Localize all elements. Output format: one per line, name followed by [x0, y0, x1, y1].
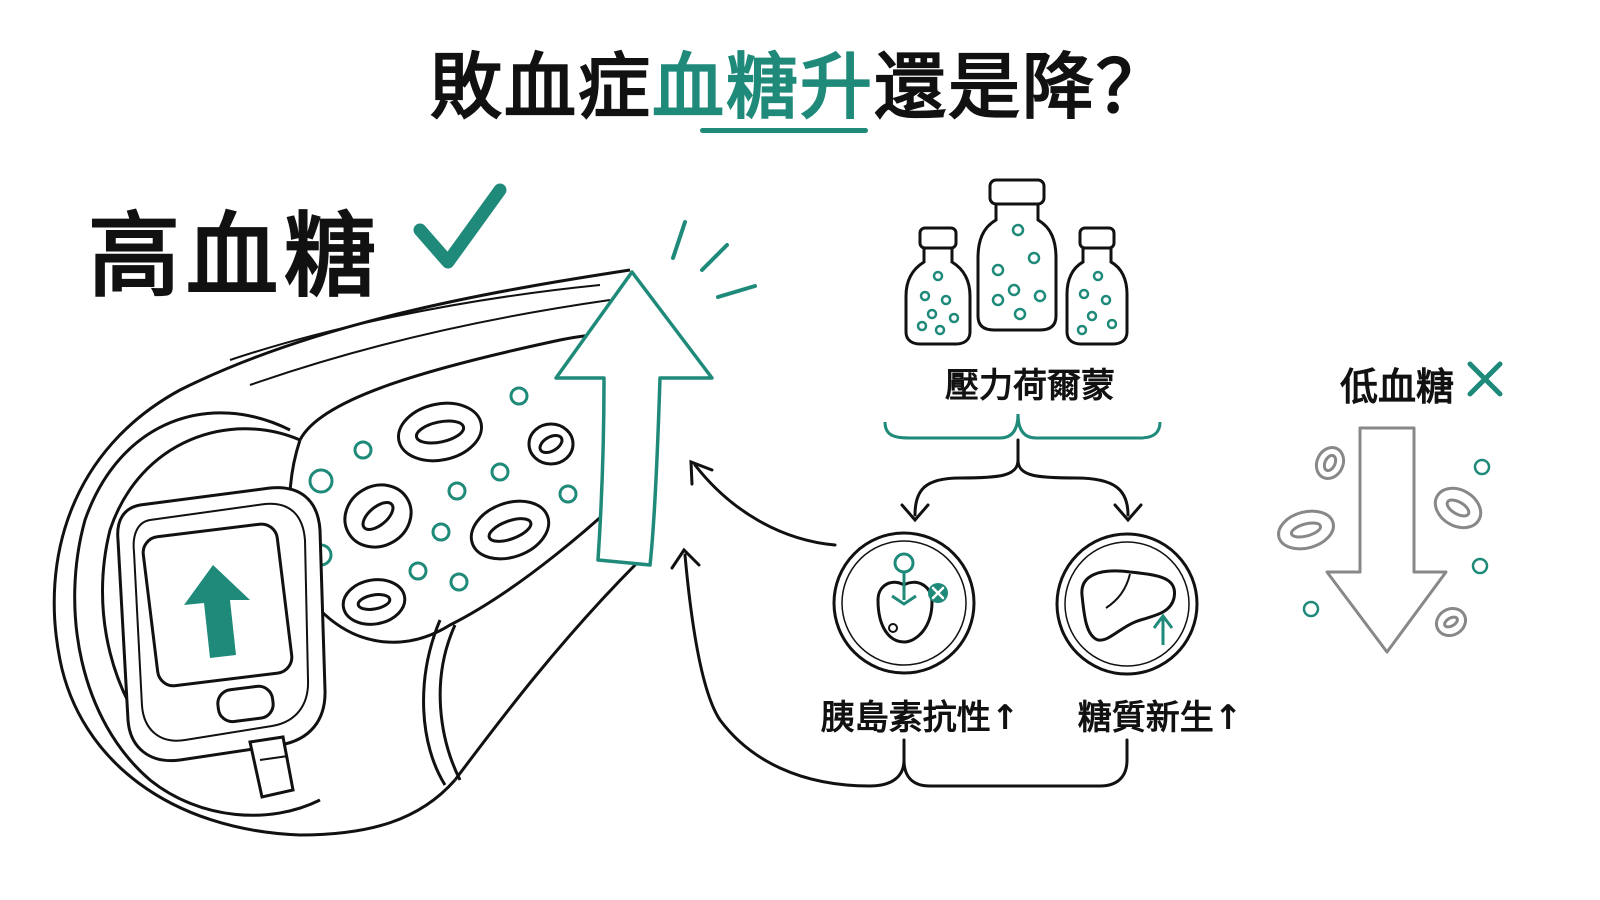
low-sugar-label: 低血糖	[1340, 365, 1455, 409]
insulin-resistance-label: 胰島素抗性↑	[820, 698, 1020, 738]
high-sugar-arrow-icon	[554, 270, 714, 567]
feedback-arrows	[670, 459, 1129, 788]
page-title: 敗血症血糖升還是降？	[0, 28, 1600, 133]
hormone-dots	[916, 223, 1118, 336]
close-icon	[931, 586, 945, 600]
liver-icon	[1055, 532, 1199, 676]
high-sugar-label: 高血糖	[88, 203, 383, 310]
stress-hormone-label: 壓力荷爾蒙	[945, 366, 1115, 406]
low-sugar-cells	[1277, 445, 1483, 638]
glucose-particles	[308, 386, 578, 592]
title-part-2: 還是降？	[874, 45, 1171, 129]
title-accent: 血糖升	[651, 45, 874, 129]
insulin-resistance-icon	[832, 531, 976, 675]
arrow-up-icon	[1152, 613, 1174, 629]
arrow-up-icon	[184, 565, 250, 658]
red-blood-cells	[341, 401, 575, 626]
fork-arrows	[900, 438, 1143, 523]
glucose-meter	[116, 486, 327, 799]
cross-icon	[1467, 361, 1503, 397]
low-sugar-particles	[1302, 458, 1491, 618]
spark-lines	[671, 220, 757, 299]
stress-hormone-bottles	[904, 178, 1129, 346]
gluconeogenesis-label: 糖質新生↑	[1077, 698, 1243, 738]
low-sugar-arrow-icon	[1325, 426, 1448, 654]
title-part-1: 敗血症	[429, 45, 652, 129]
check-icon	[413, 183, 507, 269]
stress-brace	[883, 413, 1162, 440]
title-underline	[700, 128, 868, 133]
